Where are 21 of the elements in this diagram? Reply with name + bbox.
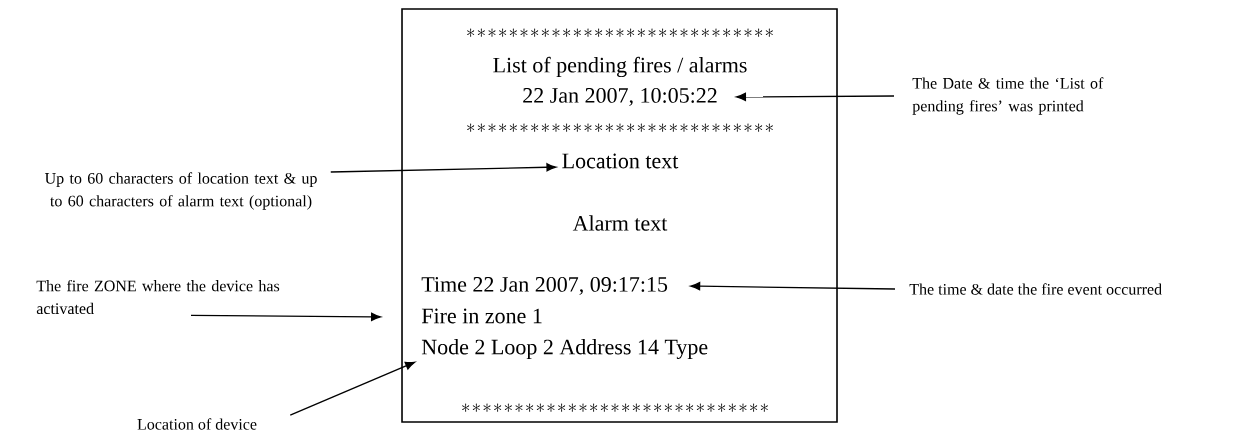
arrow	[330, 163, 557, 173]
arrow	[736, 92, 895, 102]
arrow	[690, 282, 896, 291]
annotation-text: The Date & time the ‘List of pending fires’ was printed	[912, 77, 1104, 115]
printout-line: Time 22 Jan 2007, 09:17:15	[421, 277, 668, 295]
printout-line: Fire in zone 1	[421, 308, 542, 324]
annotation-text: Up to 60 characters of location text & up to 60 characters of alarm text (optional)	[44, 172, 317, 210]
asterisk-row: $*****************************$	[467, 123, 773, 132]
printout-line: 22 Jan 2007, 10:05:22	[523, 88, 717, 106]
printout-line: Node 2 Loop 2 Address 14 Type	[421, 339, 708, 359]
arrow	[190, 312, 381, 322]
annotation-text: The time & date the fire event occurred	[909, 283, 1162, 295]
printout-line: Alarm text	[572, 215, 668, 231]
printout-line: Location text	[562, 153, 679, 169]
printout-frame	[401, 8, 838, 423]
arrow	[289, 361, 416, 416]
annotation-text: Location of device	[137, 418, 257, 430]
asterisk-row: $*****************************$	[462, 403, 768, 412]
annotation-text: The fire ZONE where the device has activated	[36, 279, 280, 314]
asterisk-row: $*****************************$	[467, 28, 773, 37]
printout-line: List of pending fires / alarms	[493, 56, 747, 78]
